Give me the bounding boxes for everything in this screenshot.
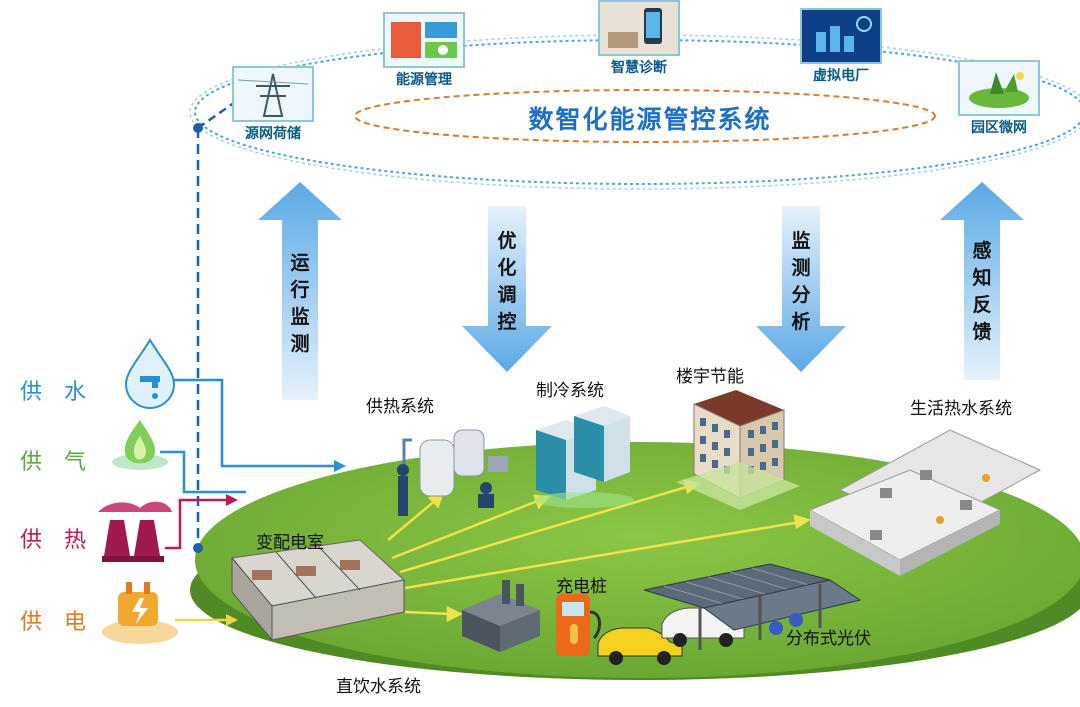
app-source-grid-load-storage[interactable]: 源网荷储	[232, 66, 314, 143]
arrow-monitor-analyze	[756, 206, 846, 372]
heat-plant-icon	[98, 501, 172, 562]
title-ring	[354, 89, 936, 143]
solar-carport	[643, 563, 862, 650]
virtual-plant-icon	[800, 8, 882, 64]
app-label: 园区微网	[971, 120, 1027, 136]
power-feed-line	[175, 614, 238, 626]
arrow-optimize-control	[462, 206, 552, 372]
app-label: 虚拟电厂	[813, 68, 869, 84]
smart-home-icon	[598, 0, 680, 56]
heat-feed-line	[165, 494, 238, 550]
source-label-heat: 供热	[20, 528, 109, 553]
office-building	[676, 390, 800, 510]
dashboard-icon	[383, 12, 465, 68]
arrow-sense-feedback	[940, 182, 1024, 380]
heating-system	[397, 429, 508, 516]
source-label-water: 供水	[20, 380, 109, 405]
yellow-car	[597, 627, 683, 665]
app-park-microgrid[interactable]: 园区微网	[958, 60, 1040, 137]
label-heating-system: 供热系统	[366, 397, 434, 417]
system-title: 数智化能源管控系统	[528, 105, 772, 134]
park-grid-icon	[958, 60, 1040, 116]
app-label: 智慧诊断	[611, 60, 667, 76]
flow-label-optimize-control: 优化调控	[497, 230, 517, 333]
source-label-gas: 供气	[20, 450, 109, 475]
water-drop-icon	[124, 338, 176, 409]
app-smart-diagnosis[interactable]: 智慧诊断	[598, 0, 680, 77]
label-distributed-pv: 分布式光伏	[786, 629, 871, 649]
label-drinking-water: 直饮水系统	[336, 677, 421, 697]
flow-label-sense-feedback: 感知反馈	[972, 240, 992, 343]
water-feed-line	[152, 378, 346, 472]
flow-label-monitor-analyze: 监测分析	[791, 230, 811, 333]
app-label: 源网荷储	[245, 126, 301, 142]
label-charging-pile: 充电桩	[556, 577, 607, 597]
label-building-energy: 楼宇节能	[676, 367, 744, 387]
monitoring-dashed-line	[193, 98, 239, 553]
app-label: 能源管理	[396, 72, 452, 88]
cooling-towers	[534, 406, 634, 508]
hot-water-facility	[808, 429, 1042, 576]
label-hot-water-system: 生活热水系统	[910, 399, 1012, 419]
pylon-icon	[232, 66, 314, 122]
source-label-power: 供电	[20, 610, 109, 635]
flow-label-run-monitor: 运行监测	[290, 252, 310, 355]
gas-feed-line	[160, 450, 246, 494]
factory-building	[462, 580, 540, 652]
label-cooling-system: 制冷系统	[536, 381, 604, 401]
app-virtual-power-plant[interactable]: 虚拟电厂	[800, 8, 882, 85]
power-plug-icon	[102, 582, 178, 644]
app-energy-management[interactable]: 能源管理	[383, 12, 465, 89]
charging-pile	[556, 594, 601, 656]
substation-building	[231, 539, 406, 642]
arrow-run-monitor	[258, 182, 342, 400]
gas-flame-icon	[112, 420, 168, 470]
label-substation: 变配电室	[256, 533, 324, 553]
